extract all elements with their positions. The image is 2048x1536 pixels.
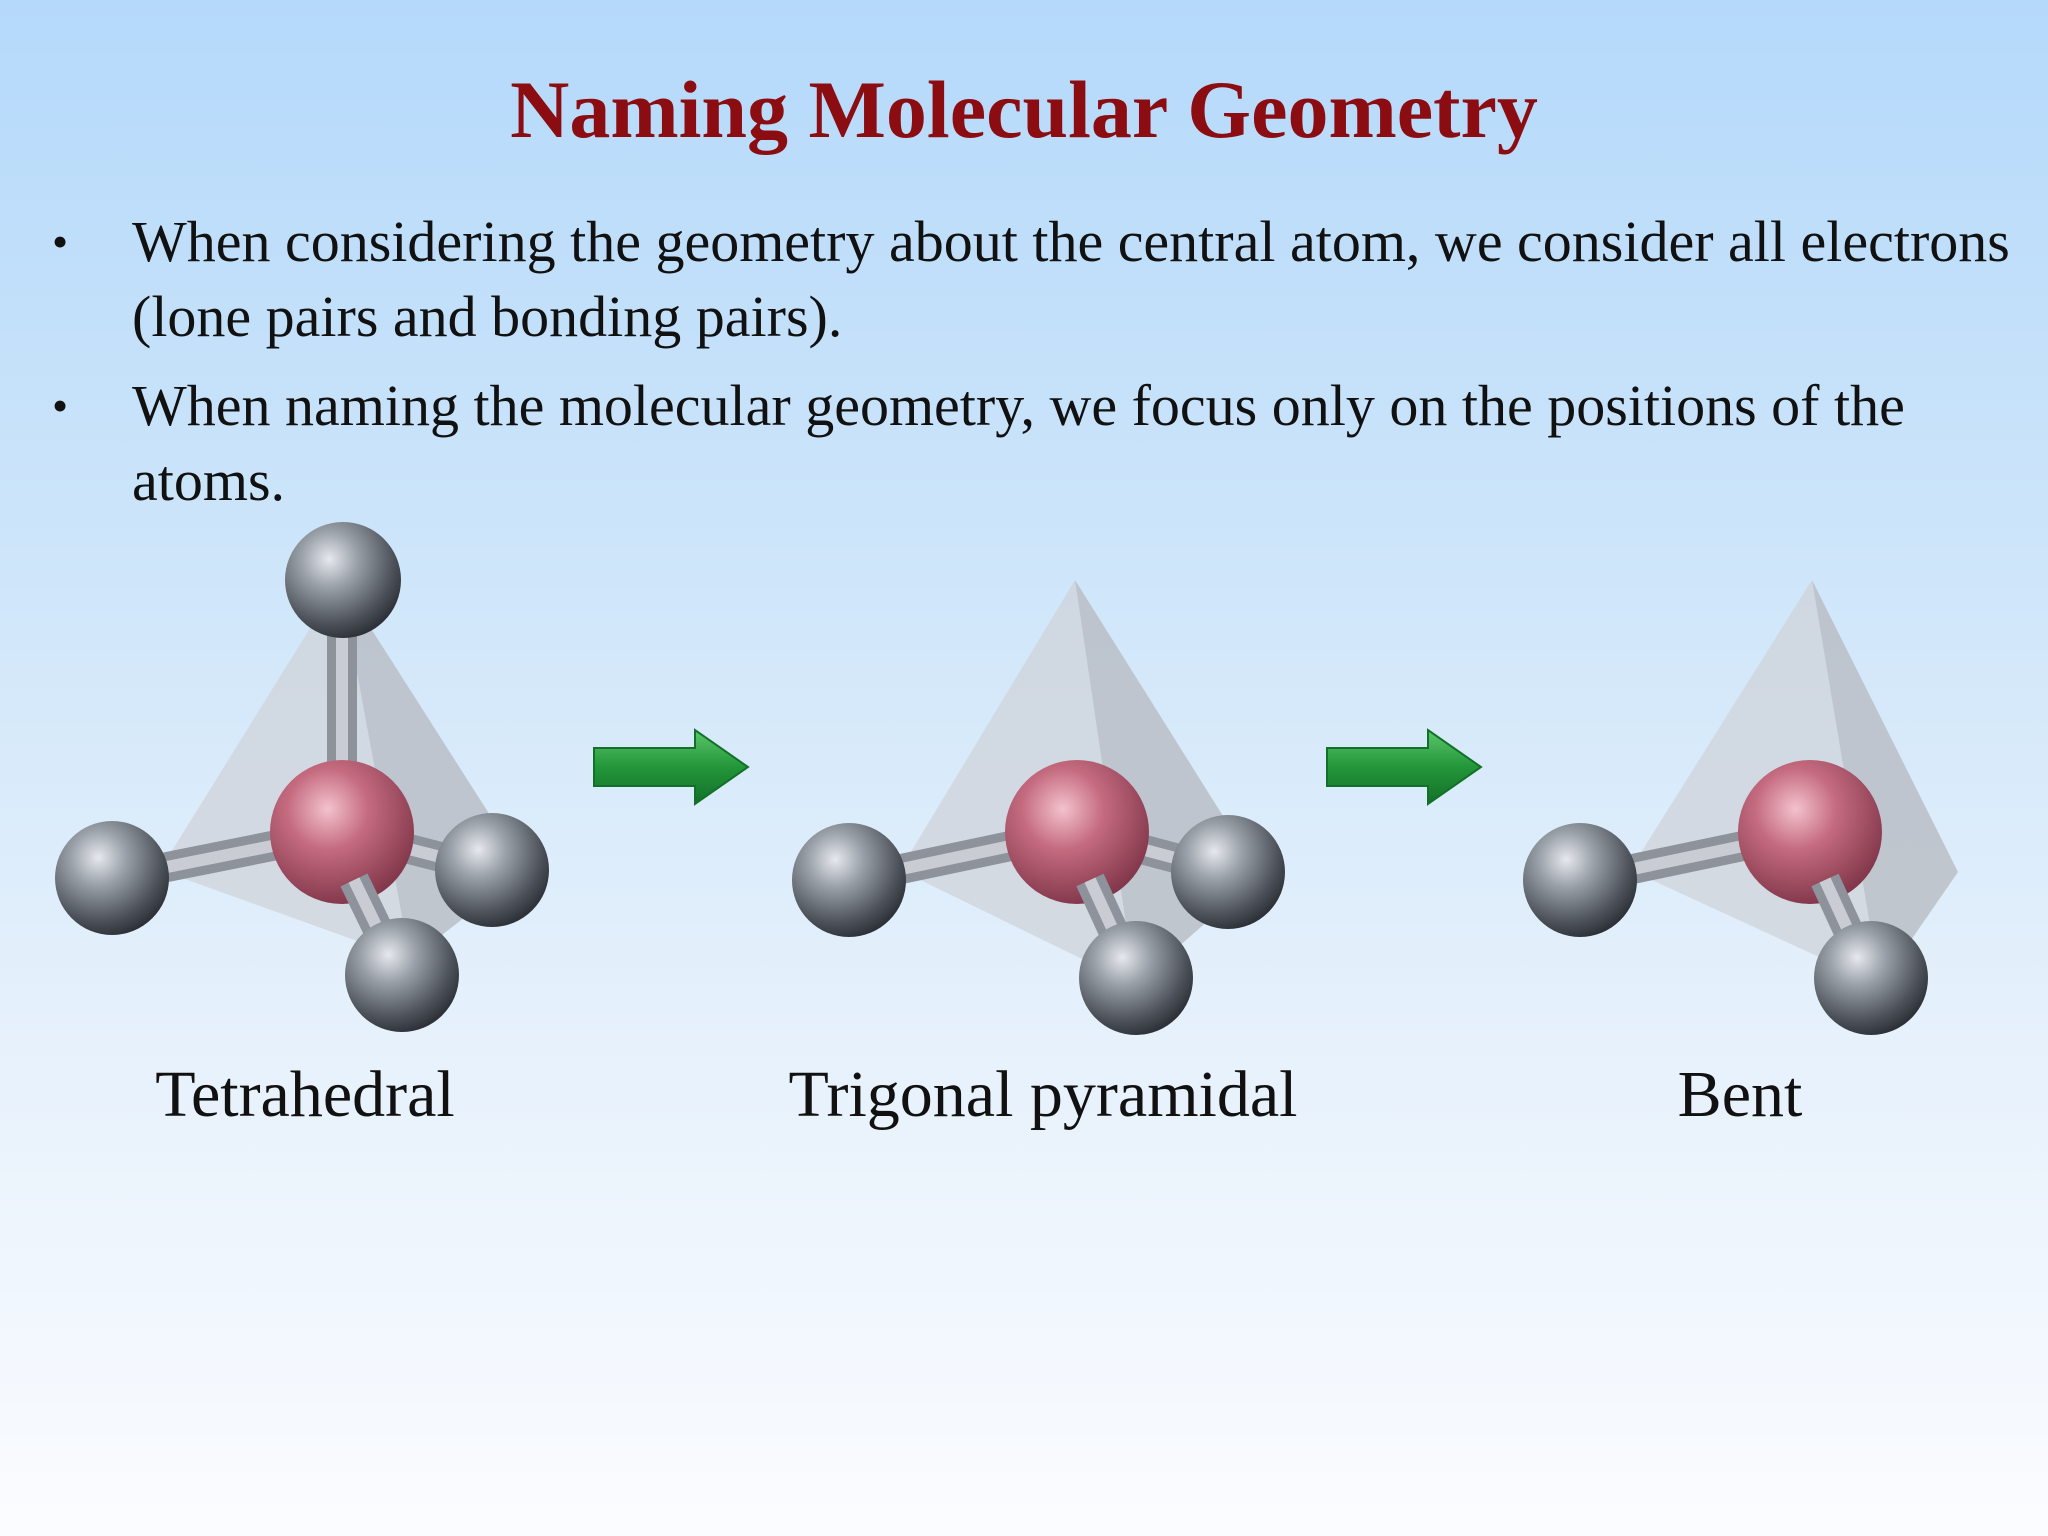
molecule-label-bent: Bent xyxy=(1677,1058,1803,1131)
bullet-item: • When considering the geometry about th… xyxy=(52,204,2012,354)
molecular-geometry-diagram xyxy=(55,522,1958,1035)
outer-atom xyxy=(1814,921,1928,1035)
molecule-label-trigonal-pyramidal: Trigonal pyramidal xyxy=(788,1058,1298,1131)
outer-atom xyxy=(1171,815,1285,929)
pyramid-face xyxy=(1812,580,1958,985)
slide-title: Naming Molecular Geometry xyxy=(510,64,1538,155)
bullet-item: • When naming the molecular geometry, we… xyxy=(52,368,2012,518)
bent-model xyxy=(1523,580,1958,1035)
bullet-dot-icon: • xyxy=(52,216,69,267)
outer-atom xyxy=(1523,823,1637,937)
outer-atom xyxy=(792,823,906,937)
outer-atom xyxy=(345,918,459,1032)
outer-atom xyxy=(55,821,169,935)
bullet-list: • When considering the geometry about th… xyxy=(52,204,2012,532)
bullet-dot-icon: • xyxy=(52,380,69,431)
molecule-label-tetrahedral: Tetrahedral xyxy=(155,1058,455,1131)
outer-atom xyxy=(435,813,549,927)
outer-atom xyxy=(285,522,401,638)
bullet-text: When naming the molecular geometry, we f… xyxy=(132,373,1905,513)
arrow-right-icon xyxy=(593,728,750,806)
trigonal-pyramidal-model xyxy=(792,580,1285,1035)
central-atom xyxy=(270,760,414,904)
outer-atom xyxy=(1079,921,1193,1035)
bullet-text: When considering the geometry about the … xyxy=(132,209,2010,349)
arrow-right-icon xyxy=(1326,728,1483,806)
central-atom xyxy=(1738,760,1882,904)
tetrahedral-model xyxy=(55,522,549,1032)
central-atom xyxy=(1005,760,1149,904)
